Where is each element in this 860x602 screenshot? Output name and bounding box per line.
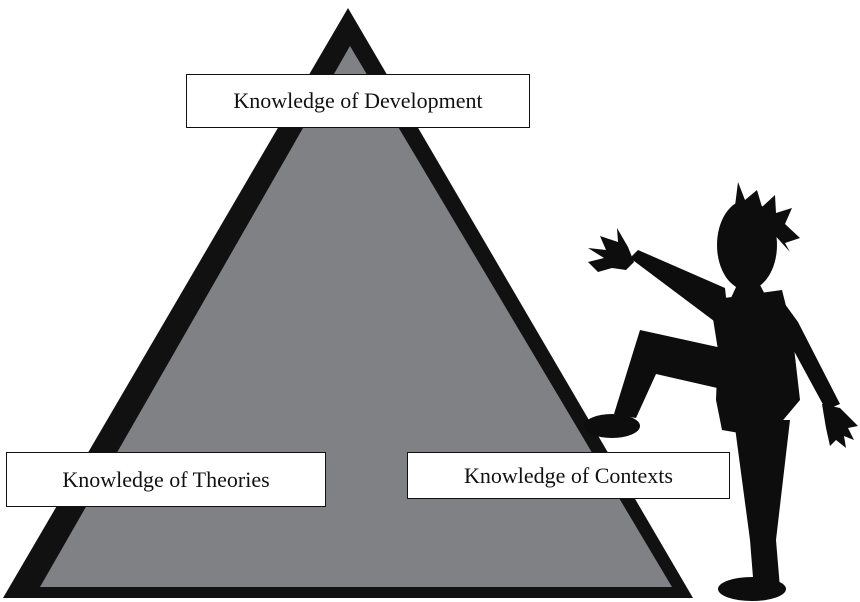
climbing-figure — [584, 182, 858, 601]
label-knowledge-of-contexts: Knowledge of Contexts — [407, 452, 730, 499]
figure-standing-leg — [734, 420, 790, 590]
label-knowledge-of-development: Knowledge of Development — [186, 74, 530, 128]
figure-raised-leg — [614, 330, 726, 418]
label-knowledge-of-theories: Knowledge of Theories — [6, 452, 326, 507]
pyramid-fill — [40, 46, 672, 587]
figure-right-hand — [822, 404, 858, 448]
figure-right-arm — [782, 300, 840, 410]
figure-torso — [710, 290, 800, 438]
figure-left-hand — [588, 228, 634, 272]
figure-left-arm — [630, 250, 728, 324]
figure-standing-foot — [718, 577, 786, 601]
figure-head — [717, 200, 777, 290]
pyramid — [3, 8, 693, 598]
figure-raised-foot — [584, 414, 640, 438]
